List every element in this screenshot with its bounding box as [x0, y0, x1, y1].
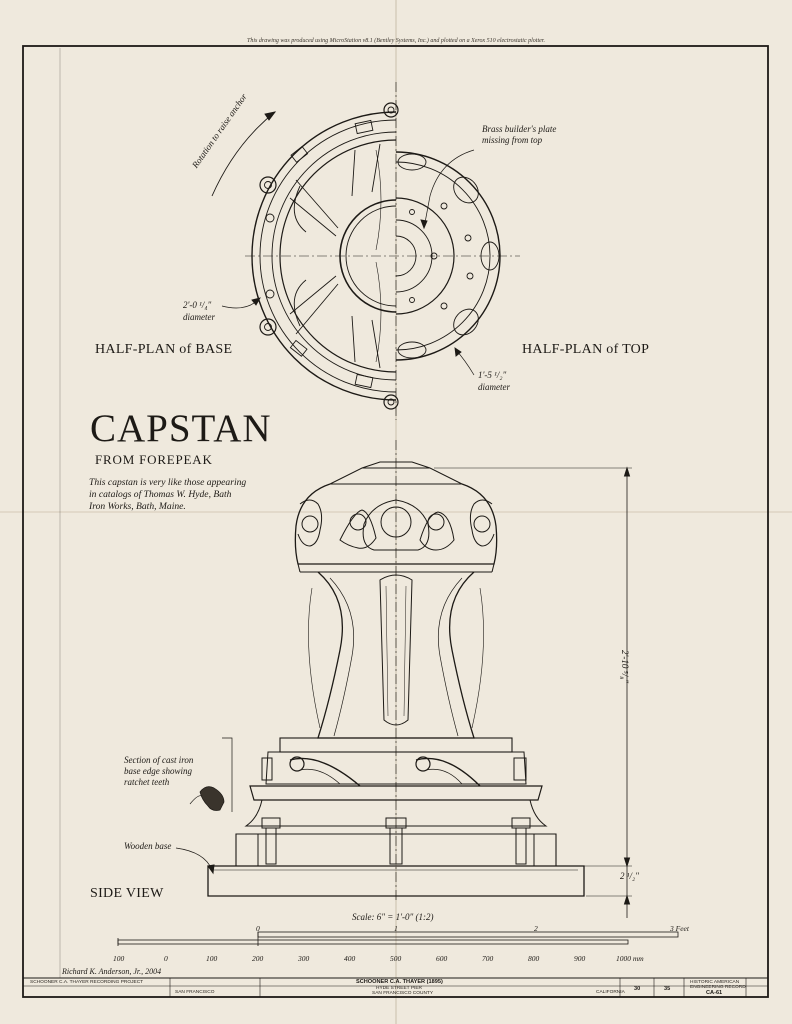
- scale-mm-tick: 100: [206, 954, 218, 963]
- scale-mm-tick: 500: [390, 954, 402, 963]
- scale-mm-tick: 0: [164, 954, 168, 963]
- scale-mm-tick: 800: [528, 954, 540, 963]
- agency-line-1: HISTORIC AMERICAN: [690, 980, 740, 985]
- scale-feet-tick: 0: [256, 924, 260, 933]
- scale-mm-tick: 600: [436, 954, 448, 963]
- half-plan-top-label: HALF-PLAN of TOP: [522, 342, 650, 357]
- sheet-number: 30: [634, 986, 641, 992]
- scale-mm-tick: 1000 mm: [616, 954, 644, 963]
- city-name: SAN FRANCISCO: [175, 990, 215, 995]
- production-note: This drawing was produced using MicroSta…: [247, 38, 545, 44]
- scale-mm-tick: 700: [482, 954, 494, 963]
- title-block-lines: [23, 978, 768, 997]
- scale-feet-tick: 1: [394, 924, 398, 933]
- side-view-drawing: [175, 440, 632, 918]
- title-note-line-2: in catalogs of Thomas W. Hyde, Bath: [89, 489, 232, 500]
- scale-label: Scale: 6" = 1'-0" (1:2): [352, 912, 434, 922]
- location-line-1: HYDE STREET PIER: [376, 986, 423, 991]
- top-diameter-value: 1'-5 ¹/₂": [478, 370, 507, 380]
- scale-mm-tick: 300: [298, 954, 310, 963]
- side-view-label: SIDE VIEW: [90, 886, 164, 901]
- half-plan-drawing: [211, 82, 520, 420]
- section-note-2: base edge showing: [124, 766, 192, 776]
- scale-feet-tick: 2: [534, 924, 538, 933]
- base-diameter-value: 2'-0 ¹/₄": [183, 300, 212, 310]
- drawing-subtitle: FROM FOREPEAK: [95, 452, 213, 467]
- wooden-base-note: Wooden base: [124, 841, 172, 851]
- graphic-scale: [117, 931, 679, 946]
- section-note-3: ratchet teeth: [124, 777, 170, 787]
- drawing-title: CAPSTAN: [90, 407, 272, 450]
- location-line-2: SAN FRANCISCO COUNTY: [372, 991, 434, 996]
- section-note-1: Section of cast iron: [124, 755, 194, 765]
- state-name: CALIFORNIA: [596, 990, 625, 995]
- brass-plate-note-1: Brass builder's plate: [482, 124, 557, 134]
- project-name: SCHOONER C.A. THAYER RECORDING PROJECT: [30, 980, 144, 985]
- scale-mm-tick: 200: [252, 954, 264, 963]
- half-plan-base-label: HALF-PLAN of BASE: [95, 342, 233, 357]
- delineator: Richard K. Anderson, Jr., 2004: [62, 967, 162, 976]
- title-note-line-3: Iron Works, Bath, Maine.: [89, 501, 186, 512]
- drawing-border: [22, 45, 769, 998]
- vessel-name: SCHOONER C.A. THAYER (1895): [356, 979, 443, 985]
- agency-line-2: ENGINEERING RECORD: [690, 985, 746, 990]
- record-number: CA-61: [706, 990, 723, 996]
- brass-plate-note-2: missing from top: [482, 135, 543, 145]
- scale-feet-tick: 3 Feet: [670, 924, 689, 933]
- scale-mm-tick: 900: [574, 954, 586, 963]
- title-note-line-1: This capstan is very like those appearin…: [89, 477, 247, 488]
- scale-mm-tick: 400: [344, 954, 356, 963]
- base-diameter-label: diameter: [183, 312, 215, 322]
- sheet-total: 35: [664, 986, 671, 992]
- height-dimension: 2'-10 ⁵/₈": [620, 650, 630, 684]
- scale-mm-tick: 100: [113, 954, 125, 963]
- top-diameter-label: diameter: [478, 382, 510, 392]
- base-dimension: 2 ¹/₂": [620, 871, 639, 881]
